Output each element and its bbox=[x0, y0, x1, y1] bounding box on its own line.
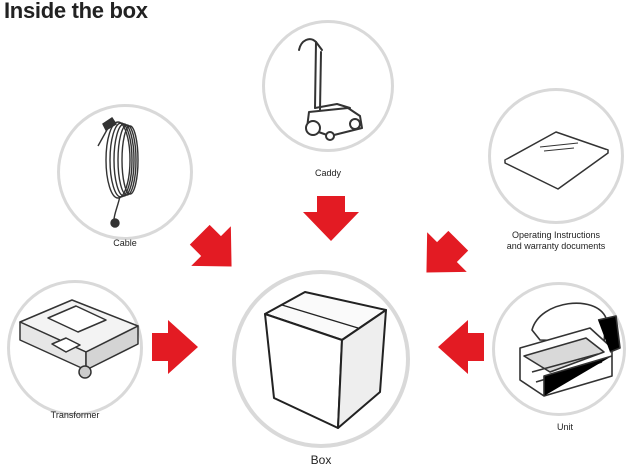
page-title: Inside the box bbox=[4, 0, 148, 23]
arrow-from-documents bbox=[426, 230, 469, 273]
cable-label: Cable bbox=[113, 238, 137, 248]
unit-label: Unit bbox=[556, 422, 573, 432]
caddy-circle bbox=[262, 20, 394, 152]
arrow-from-unit bbox=[438, 320, 484, 374]
transformer-icon bbox=[19, 299, 139, 379]
documents-label: Operating Instructions and warranty docu… bbox=[488, 230, 624, 252]
documents-icon bbox=[504, 131, 609, 190]
documents-label-line2: and warranty documents bbox=[506, 241, 606, 251]
box-icon bbox=[264, 291, 387, 429]
cable-circle bbox=[57, 104, 193, 240]
robot-unit-icon bbox=[519, 302, 621, 397]
caddy-label: Caddy bbox=[314, 168, 341, 178]
transformer-label: Transformer bbox=[50, 410, 100, 420]
arrow-from-cable bbox=[189, 224, 232, 267]
box-label: Box bbox=[310, 453, 332, 467]
documents-label-line1: Operating Instructions bbox=[511, 230, 601, 240]
arrow-from-transformer bbox=[152, 320, 198, 374]
caddy-icon bbox=[298, 38, 363, 141]
arrow-down-from-caddy bbox=[303, 196, 359, 241]
cable-icon bbox=[97, 117, 139, 228]
